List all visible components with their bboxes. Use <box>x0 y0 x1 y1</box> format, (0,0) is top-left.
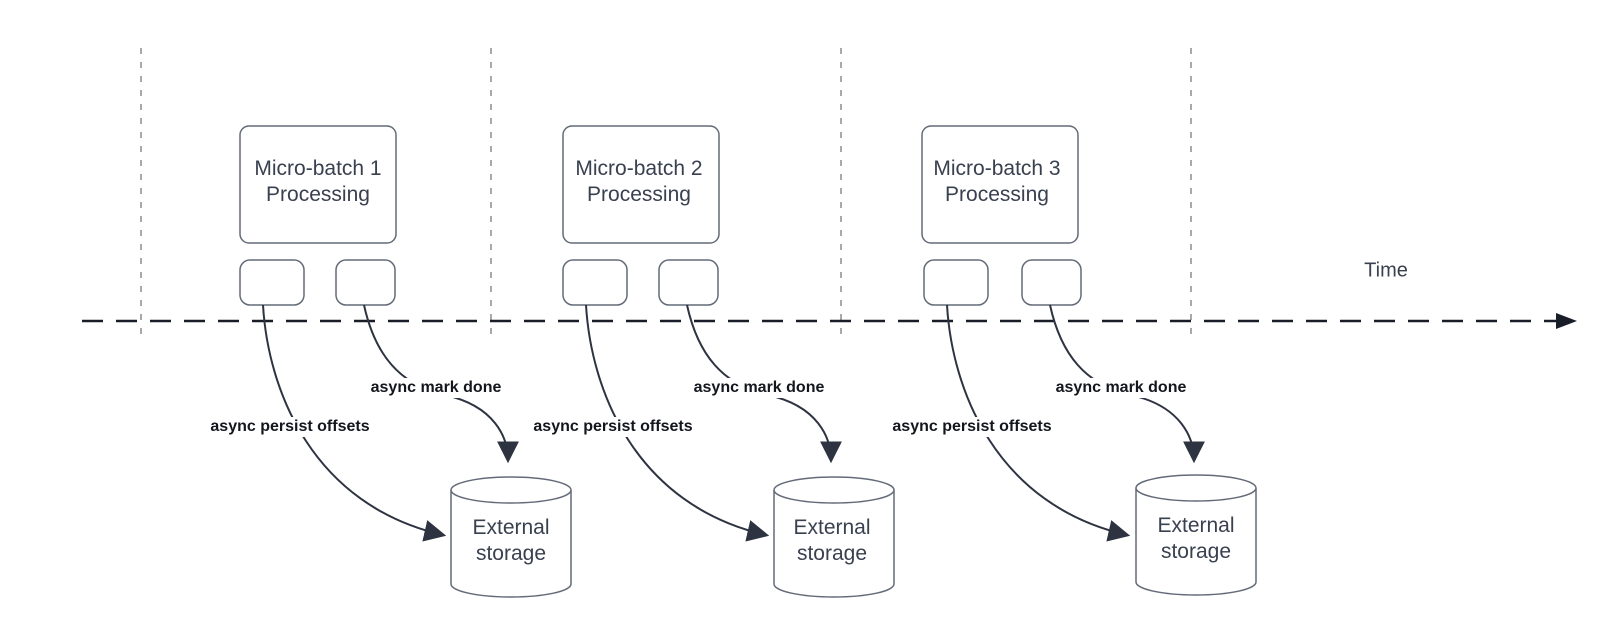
persist-offsets-box <box>923 259 989 306</box>
persist-offsets-box <box>562 259 628 306</box>
batch-2-storage-label: External storage <box>793 515 870 567</box>
batch-3-mark-done-label: async mark done <box>1052 378 1190 398</box>
persist-offsets-arrow <box>585 304 770 542</box>
process-box <box>239 125 397 244</box>
batch-1-process-label: Micro-batch 1 Processing <box>254 156 381 208</box>
storage-cylinder <box>1135 488 1257 596</box>
process-label-line1: Micro-batch 2 <box>575 157 703 180</box>
batch-3-persist-offsets-label: async persist offsets <box>889 417 1055 437</box>
storage-cylinder-top <box>450 476 572 504</box>
storage-cylinder-top <box>773 476 895 504</box>
persist-offsets-arrow <box>262 304 447 542</box>
batch-3-storage-label: External storage <box>1157 513 1234 565</box>
time-axis-arrowhead-icon <box>1556 313 1577 329</box>
storage-cylinder <box>773 490 895 598</box>
batch-1-storage-label: External storage <box>472 515 549 567</box>
storage-label-line2: storage <box>1160 540 1232 563</box>
storage-label-line1: External <box>1157 514 1235 537</box>
storage-label-line1: External <box>472 516 550 539</box>
storage-label-line2: storage <box>475 542 547 565</box>
batch-1-mark-done-label: async mark done <box>367 378 505 398</box>
storage-cylinder-top <box>1135 474 1257 502</box>
batch-2-shapes <box>562 125 895 598</box>
process-box <box>921 125 1079 244</box>
batch-1-persist-offsets-label: async persist offsets <box>207 417 373 437</box>
storage-label-line2: storage <box>796 542 868 565</box>
time-axis-label: Time <box>1364 259 1408 282</box>
mark-done-box <box>335 259 396 306</box>
batch-3-process-label: Micro-batch 3 Processing <box>933 156 1060 208</box>
persist-offsets-box <box>239 259 305 306</box>
process-label-line2: Processing <box>945 183 1049 206</box>
process-box <box>562 125 720 244</box>
batch-3-shapes <box>921 125 1257 596</box>
batch-2-mark-done-label: async mark done <box>690 378 828 398</box>
process-label-line2: Processing <box>266 183 370 206</box>
process-label-line1: Micro-batch 1 <box>254 157 382 180</box>
time-axis <box>82 313 1577 329</box>
persist-offsets-arrow <box>946 304 1131 542</box>
batch-1-shapes <box>239 125 572 598</box>
process-label-line1: Micro-batch 3 <box>933 157 1061 180</box>
batch-2-process-label: Micro-batch 2 Processing <box>575 156 702 208</box>
process-label-line2: Processing <box>587 183 691 206</box>
storage-label-line1: External <box>793 516 871 539</box>
mark-done-box <box>1021 259 1082 306</box>
mark-done-box <box>658 259 719 306</box>
interval-guide-lines <box>140 48 1192 338</box>
batch-2-persist-offsets-label: async persist offsets <box>530 417 696 437</box>
storage-cylinder <box>450 490 572 598</box>
